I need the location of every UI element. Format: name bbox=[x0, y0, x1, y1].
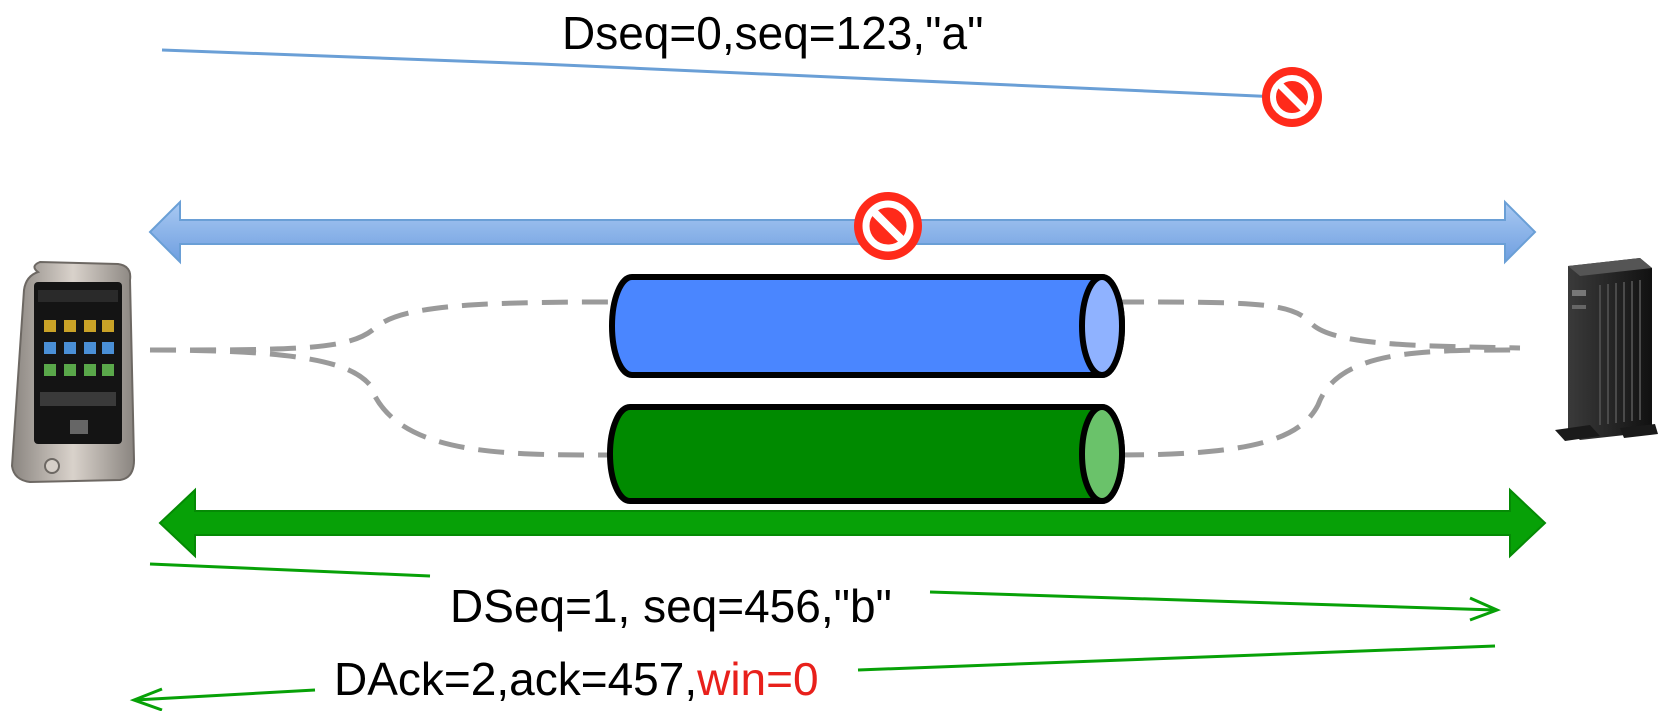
green-path-arrow bbox=[158, 487, 1547, 559]
blue-packet-label: Dseq=0,seq=123,"a" bbox=[562, 7, 984, 59]
blue-path-arrow bbox=[148, 199, 1537, 265]
blue-subflow-cylinder bbox=[609, 274, 1125, 378]
blue-packet-line bbox=[161, 48, 1281, 99]
green-subflow-cylinder bbox=[607, 404, 1125, 504]
ack-packet-text: DAck=2,ack=457, bbox=[334, 653, 698, 705]
smartphone-icon bbox=[10, 260, 136, 484]
ack-packet-line bbox=[129, 644, 1496, 711]
green-packet-line bbox=[149, 562, 1501, 622]
dashed-links bbox=[149, 299, 1521, 458]
blocked-icon bbox=[854, 192, 922, 260]
green-packet-label: DSeq=1, seq=456,"b" bbox=[450, 580, 892, 632]
window-zero-text: win=0 bbox=[697, 653, 819, 705]
server-tower-icon bbox=[1555, 258, 1658, 441]
blocked-icon bbox=[1262, 67, 1322, 127]
ack-packet-label: DAck=2,ack=457,win=0 bbox=[334, 656, 819, 702]
